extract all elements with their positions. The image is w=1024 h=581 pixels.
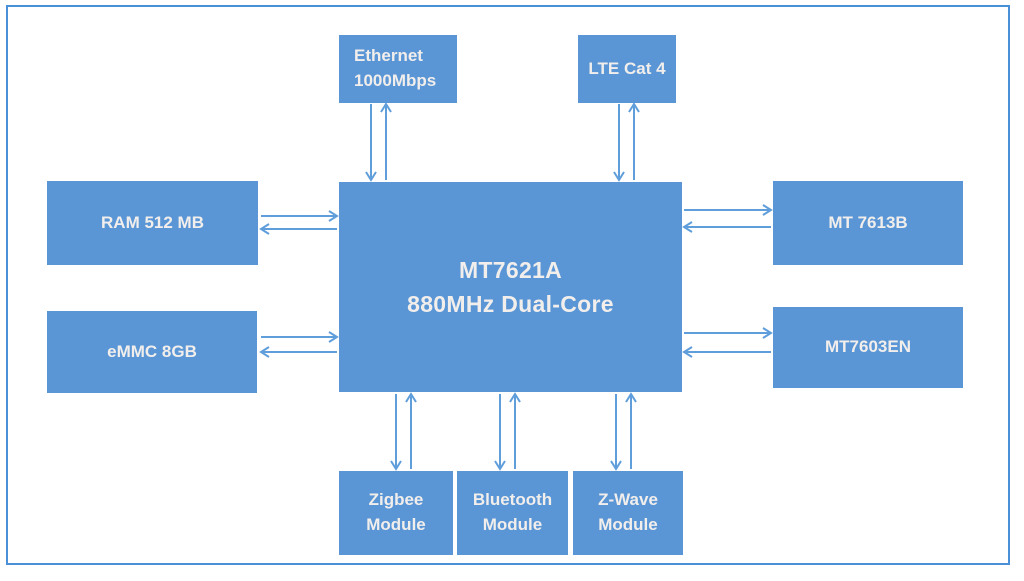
- block-emmc-label: eMMC 8GB: [107, 341, 197, 361]
- block-mt7621a-cpu: MT7621A 880MHz Dual-Core: [339, 182, 682, 392]
- arrow-zwave-cpu: [610, 392, 637, 471]
- block-zigbee-module-label: Zigbee Module: [366, 490, 426, 534]
- block-mt7613b-label: MT 7613B: [828, 212, 908, 232]
- block-ethernet-label: Ethernet 1000Mbps: [354, 46, 437, 90]
- block-mt7603en: MT7603EN: [773, 307, 963, 388]
- block-zwave-module: Z-Wave Module: [573, 471, 683, 555]
- arrow-emmc-cpu: [259, 331, 339, 358]
- block-zwave-module-label: Z-Wave Module: [598, 490, 658, 534]
- arrow-ram-cpu: [259, 210, 339, 235]
- block-zigbee-module: Zigbee Module: [339, 471, 453, 555]
- block-lte-cat4-label: LTE Cat 4: [588, 58, 666, 78]
- block-bluetooth-module-label: Bluetooth Module: [472, 490, 553, 534]
- block-emmc: eMMC 8GB: [47, 311, 257, 393]
- arrow-bluetooth-cpu: [494, 392, 521, 471]
- block-ram: RAM 512 MB: [47, 181, 258, 265]
- block-ram-label: RAM 512 MB: [101, 212, 204, 232]
- block-lte-cat4: LTE Cat 4: [578, 35, 676, 103]
- block-mt7603en-label: MT7603EN: [825, 337, 911, 357]
- block-mt7621a-cpu-label: MT7621A 880MHz Dual-Core: [407, 256, 614, 318]
- arrow-ethernet-cpu: [365, 102, 392, 182]
- arrow-lte-cpu: [613, 102, 640, 182]
- arrow-mt7603en-cpu: [682, 327, 773, 358]
- block-ethernet: Ethernet 1000Mbps: [339, 35, 457, 103]
- arrow-mt7613b-cpu: [682, 204, 773, 233]
- block-mt7613b: MT 7613B: [773, 181, 963, 265]
- block-bluetooth-module: Bluetooth Module: [457, 471, 568, 555]
- arrow-zigbee-cpu: [390, 392, 417, 471]
